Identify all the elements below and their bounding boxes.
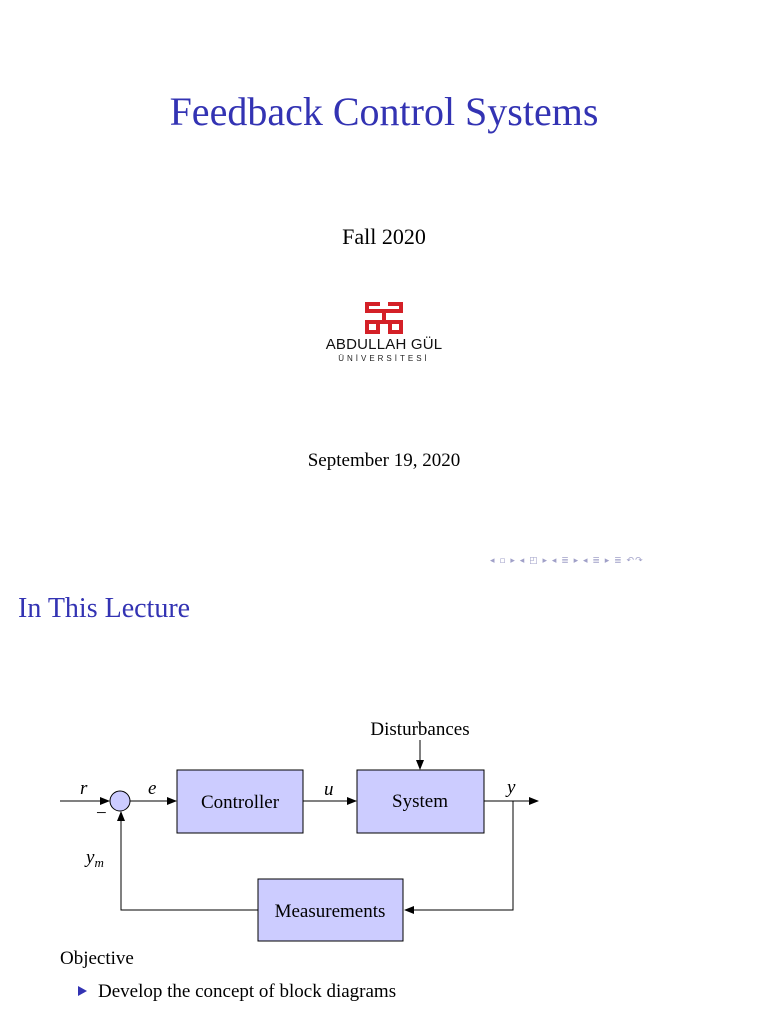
beamer-navigation-symbols[interactable]: ◂ ▫ ▸ ◂ ◰ ▸ ◂ ≣ ▸ ◂ ≣ ▸ ≣ ↶↷ [490, 556, 644, 566]
control-signal-label: u [324, 779, 334, 800]
bullet-triangle-icon [78, 986, 87, 996]
feedback-path [404, 801, 514, 914]
reference-signal-label: r [80, 778, 88, 799]
measured-signal-label: ym [84, 847, 104, 870]
minus-sign: − [96, 803, 107, 824]
frame-title: In This Lecture [18, 593, 191, 624]
summing-junction [109, 790, 131, 812]
bullet-item: Develop the concept of block diagrams [78, 981, 396, 1003]
system-label: System [392, 791, 448, 812]
system-block [356, 769, 485, 834]
measured-feedback-path [117, 811, 258, 911]
controller-block [176, 769, 304, 834]
presentation-title: Feedback Control Systems [169, 89, 599, 134]
error-signal-label: e [148, 778, 156, 799]
disturbances-label: Disturbances [370, 719, 469, 740]
measurements-label: Measurements [275, 901, 386, 922]
measurements-block [257, 878, 404, 942]
logo-emblem-icon [365, 302, 403, 334]
university-logo: ABDULLAH GÜL ÜNİVERSİTESİ [318, 298, 450, 374]
output-signal-label: y [505, 777, 516, 798]
objective-heading: Objective [60, 948, 134, 969]
presentation-date: September 19, 2020 [307, 450, 461, 471]
block-diagram: Controller System Measurements Disturban… [60, 719, 539, 942]
term-label: Fall 2020 [342, 224, 426, 249]
lecture-slide: In This Lecture Controller System Measur… [0, 576, 768, 1024]
bullet-text: Develop the concept of block diagrams [98, 981, 397, 1002]
controller-label: Controller [201, 792, 280, 813]
title-slide: Feedback Control Systems Fall 2020 ABDUL… [169, 89, 644, 566]
logo-name-text: ABDULLAH GÜL [325, 336, 443, 353]
logo-subtitle-text: ÜNİVERSİTESİ [338, 354, 430, 363]
